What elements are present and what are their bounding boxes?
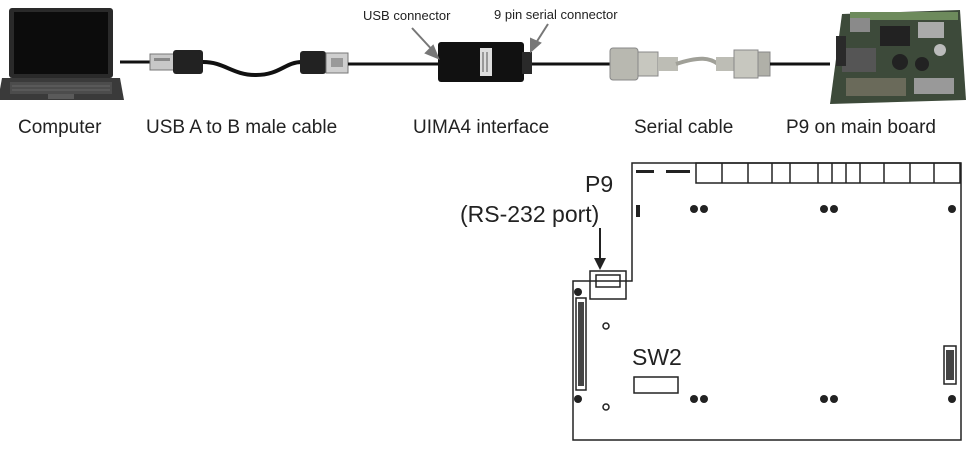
usb-connector-label: USB connector <box>363 8 451 23</box>
computer-label: Computer <box>18 117 102 138</box>
p9-arrow <box>594 228 606 270</box>
serial-cable-label: Serial cable <box>634 117 734 138</box>
usb-cable-label: USB A to B male cable <box>146 117 338 138</box>
laptop-icon <box>0 8 124 100</box>
usb-cable-icon <box>149 50 349 78</box>
rs232-port-label: (RS-232 port) <box>460 201 600 227</box>
board-outline <box>572 162 962 441</box>
serial-cable-icon <box>609 47 771 81</box>
p9-label: P9 <box>585 171 614 197</box>
uima4-interface-icon <box>438 42 532 82</box>
mounting-holes <box>574 205 956 403</box>
header-pins <box>578 170 954 386</box>
main-board-icon <box>830 10 966 104</box>
sw2-label: SW2 <box>632 344 682 370</box>
small-holes <box>602 322 610 411</box>
serial-connector-label: 9 pin serial connector <box>494 7 618 22</box>
main-board-label: P9 on main board <box>786 117 936 138</box>
callout-arrows <box>411 23 549 60</box>
interface-label: UIMA4 interface <box>413 117 550 138</box>
